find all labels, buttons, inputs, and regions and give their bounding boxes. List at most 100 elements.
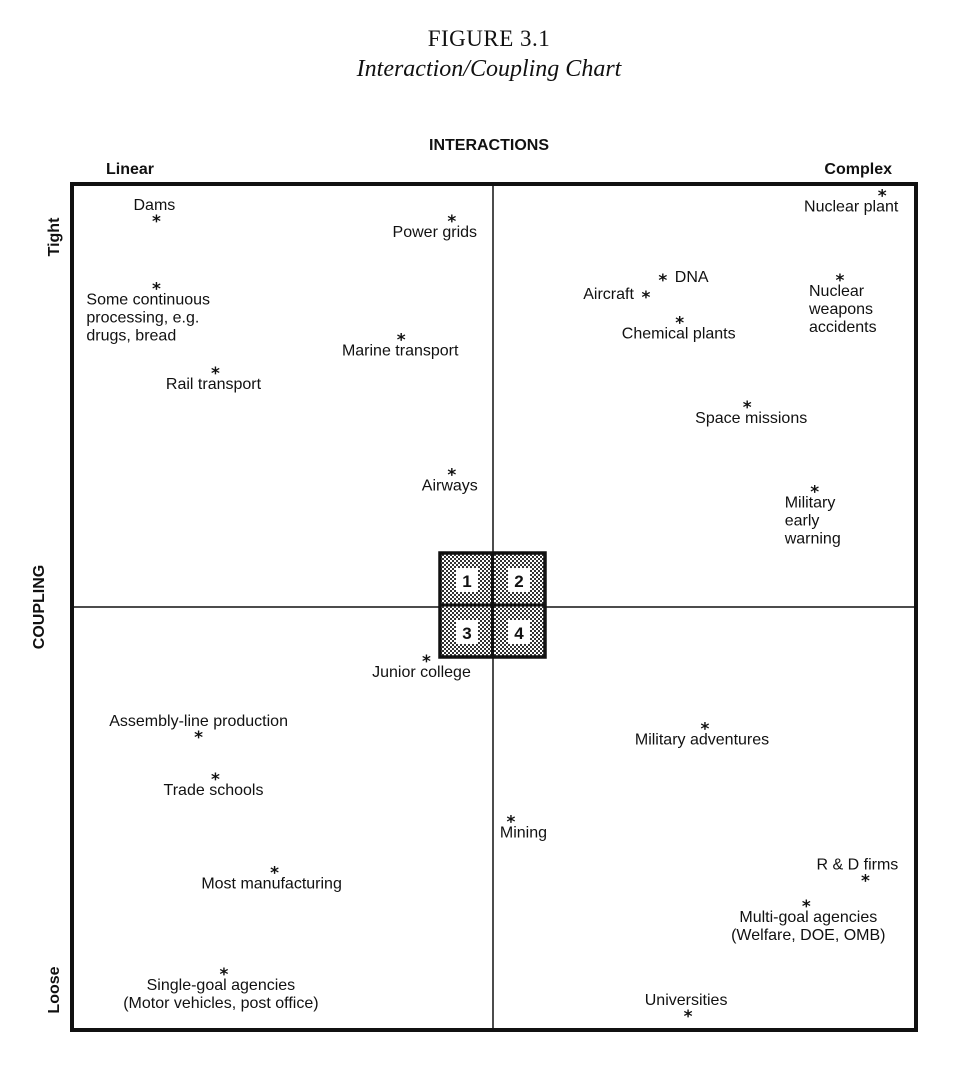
quadrant-2-label: 2: [514, 572, 523, 591]
quadrant-2-box: [508, 568, 530, 592]
data-point: *Rail transport: [166, 364, 262, 393]
figure-subtitle: Interaction/Coupling Chart: [356, 56, 622, 82]
point-label-line: early: [785, 513, 820, 530]
point-label: Single-goal agencies(Motor vehicles, pos…: [123, 977, 318, 1012]
point-marker: *: [878, 187, 887, 207]
data-point: *Most manufacturing: [201, 863, 342, 892]
point-label: Power grids: [393, 224, 477, 241]
point-marker: *: [641, 288, 650, 308]
point-label: Universities: [645, 992, 728, 1009]
point-label-line: Junior college: [372, 664, 471, 681]
point-label: Aircraft: [583, 286, 634, 303]
data-point: * Aircraft: [583, 286, 650, 308]
point-label: Marine transport: [342, 342, 459, 359]
point-marker: *: [219, 965, 228, 985]
point-marker: *: [675, 313, 684, 333]
point-marker: *: [397, 330, 406, 350]
point-label-line: Some continuous: [86, 292, 210, 309]
point-label-line: Most manufacturing: [201, 875, 342, 892]
point-marker: *: [447, 466, 456, 486]
data-point: *Nuclear plant: [804, 187, 899, 216]
point-label: Military adventures: [635, 731, 769, 748]
point-marker: *: [701, 719, 710, 739]
data-point: *Airways: [422, 466, 478, 495]
point-label-line: warning: [784, 531, 841, 548]
point-marker: *: [506, 813, 515, 833]
point-label: Nuclear plant: [804, 199, 899, 216]
point-label-line: Universities: [645, 992, 728, 1009]
point-marker: *: [658, 271, 667, 291]
data-point: *Mining: [500, 813, 547, 842]
point-label: Assembly-line production: [109, 713, 288, 730]
data-point: *Assembly-line production: [109, 713, 288, 748]
point-label: Multi-goal agencies(Welfare, DOE, OMB): [731, 909, 885, 944]
point-label-line: Chemical plants: [622, 325, 736, 342]
data-point: *Chemical plants: [622, 313, 736, 342]
point-label-line: Rail transport: [166, 376, 262, 393]
point-label-line: Assembly-line production: [109, 713, 288, 730]
point-label-line: weapons: [808, 301, 873, 318]
point-label-line: Trade schools: [164, 782, 264, 799]
point-label: Dams: [134, 197, 176, 214]
point-marker: *: [810, 483, 819, 503]
quadrant-1-box: [456, 568, 478, 592]
data-point: *Single-goal agencies(Motor vehicles, po…: [123, 965, 318, 1012]
quadrant-key: 1 2 3 4: [438, 551, 547, 659]
point-marker: *: [802, 897, 811, 917]
figure-title: FIGURE 3.1: [427, 26, 551, 51]
data-point: *Marine transport: [342, 330, 459, 359]
data-point: *Multi-goal agencies(Welfare, DOE, OMB): [731, 897, 885, 944]
point-label-line: (Motor vehicles, post office): [123, 995, 318, 1012]
point-label: Airways: [422, 478, 478, 495]
x-end-left-label: Linear: [106, 161, 154, 178]
point-label-line: Space missions: [695, 410, 807, 427]
data-point: *Junior college: [372, 652, 471, 681]
y-axis-title: COUPLING: [31, 565, 48, 649]
point-label-line: R & D firms: [817, 857, 899, 874]
y-end-top-label: Tight: [46, 217, 63, 256]
point-marker: *: [211, 364, 220, 384]
point-label-line: Dams: [134, 197, 176, 214]
point-label-line: drugs, bread: [86, 328, 176, 345]
point-marker: *: [211, 770, 220, 790]
data-point: *Space missions: [695, 398, 807, 427]
point-marker: *: [422, 652, 431, 672]
point-marker: *: [861, 872, 870, 892]
point-marker: *: [270, 863, 279, 883]
data-point: *Power grids: [393, 212, 477, 241]
point-marker: *: [743, 398, 752, 418]
point-marker: *: [152, 280, 161, 300]
quadrant-1-label: 1: [462, 572, 471, 591]
data-point: *Dams: [134, 197, 176, 232]
point-label: Most manufacturing: [201, 875, 342, 892]
point-label-line: Single-goal agencies: [147, 977, 296, 994]
point-label-line: Nuclear plant: [804, 199, 899, 216]
y-end-bottom-label: Loose: [46, 966, 63, 1013]
point-label-line: accidents: [809, 319, 877, 336]
point-marker: *: [684, 1007, 693, 1027]
point-label-line: Military: [785, 495, 836, 512]
point-label: Chemical plants: [622, 325, 736, 342]
point-marker: *: [447, 212, 456, 232]
data-point: *Trade schools: [164, 770, 264, 799]
quadrant-4-box: [508, 620, 530, 644]
quadrant-4-label: 4: [514, 624, 524, 643]
point-marker: *: [194, 728, 203, 748]
point-label: Junior college: [372, 664, 471, 681]
point-label-line: Power grids: [393, 224, 477, 241]
x-end-right-label: Complex: [824, 161, 892, 178]
point-label-line: (Welfare, DOE, OMB): [731, 927, 885, 944]
point-label: DNA: [675, 269, 709, 286]
point-label-line: Marine transport: [342, 342, 459, 359]
point-label-line: Multi-goal agencies: [739, 909, 877, 926]
point-label: Trade schools: [164, 782, 264, 799]
point-label: R & D firms: [817, 857, 899, 874]
point-label: Mining: [500, 825, 547, 842]
